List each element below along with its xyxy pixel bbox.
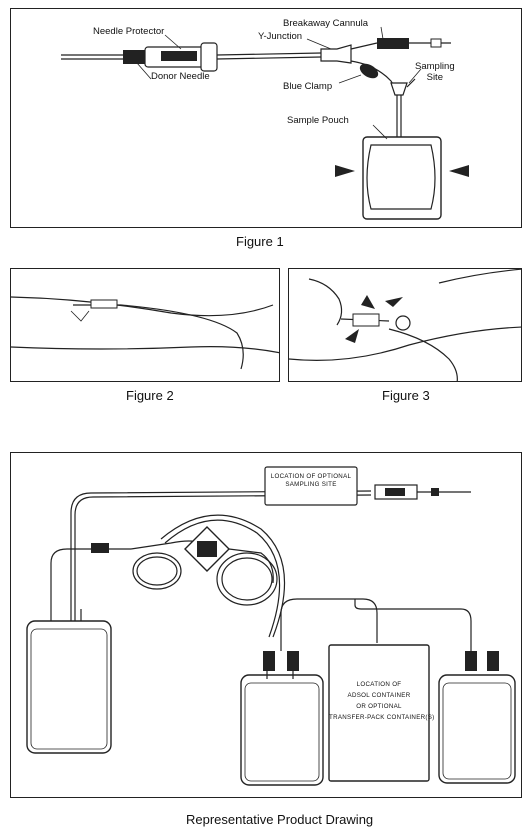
figure-1-caption: Figure 1	[236, 234, 284, 249]
product-drawing-illustration	[26, 466, 516, 786]
sample-pouch-label: Sample Pouch	[287, 115, 349, 126]
figure-2-panel	[10, 268, 280, 382]
y-junction-label: Y-Junction	[258, 31, 303, 42]
optional-sampling-site-label: LOCATION OF OPTIONAL SAMPLING SITE	[270, 473, 352, 488]
figure-3-caption: Figure 3	[382, 388, 430, 403]
needle-protector-label: Needle Protector	[93, 26, 165, 37]
figure-3-illustration	[289, 269, 521, 381]
product-drawing-caption: Representative Product Drawing	[186, 812, 374, 827]
figure-2-caption: Figure 2	[126, 388, 174, 403]
figure-1-panel: Needle Protector Breakaway Cannula Y-Jun…	[10, 8, 522, 228]
product-drawing-panel: LOCATION OF OPTIONAL SAMPLING SITE LOCAT…	[10, 452, 522, 798]
donor-needle-label: Donor Needle	[151, 71, 210, 82]
sampling-site-label: Sampling Site	[415, 61, 455, 83]
blue-clamp-label: Blue Clamp	[283, 81, 333, 92]
figure-1-illustration	[61, 26, 469, 220]
adsol-container-label: LOCATION OF ADSOL CONTAINER OR OPTIONAL …	[329, 681, 435, 721]
figure-2-illustration	[11, 296, 279, 370]
breakaway-cannula-label: Breakaway Cannula	[283, 18, 369, 29]
figure-3-panel	[288, 268, 522, 382]
